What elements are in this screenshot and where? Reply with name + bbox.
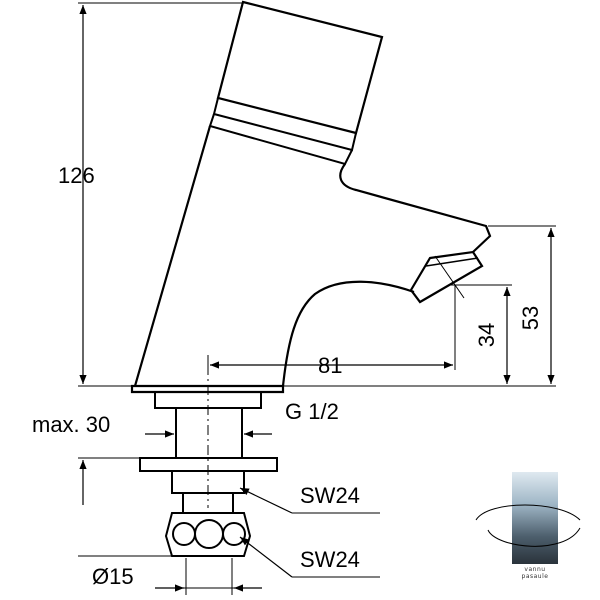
label-wrench-upper: SW24 xyxy=(300,483,360,508)
label-outlet-height: 34 xyxy=(474,323,499,347)
brand-logo: vannu pasaule xyxy=(475,472,581,580)
logo-text-line1: vannu xyxy=(524,566,545,573)
label-max-thickness: max. 30 xyxy=(32,412,110,437)
logo-arc-top xyxy=(475,504,581,521)
collar-ring-2 xyxy=(208,113,353,166)
hex-face-left xyxy=(172,522,196,546)
threaded-shank xyxy=(175,407,243,459)
logo-text-line2: pasaule xyxy=(522,573,549,580)
label-wrench-lower: SW24 xyxy=(300,547,360,572)
logo-arc-bottom xyxy=(487,527,581,547)
base-plate xyxy=(130,384,285,394)
outlet-nozzle xyxy=(409,250,484,304)
connector-neck xyxy=(182,492,234,514)
dimension-labels: 126 53 34 81 max. 30 G 1/2 SW24 SW24 Ø15 xyxy=(32,163,543,589)
logo-gradient-bar xyxy=(512,472,558,564)
label-spout-height: 53 xyxy=(518,306,543,330)
label-overall-height: 126 xyxy=(58,163,95,188)
label-diameter: Ø15 xyxy=(92,564,134,589)
faucet-body xyxy=(130,0,492,394)
leader-sw24-upper xyxy=(239,487,293,514)
hex-face-right xyxy=(222,522,246,546)
nozzle-axis xyxy=(434,255,465,299)
lower-hex-nut xyxy=(164,512,252,557)
collar-ring-1 xyxy=(212,97,357,152)
faucet-main-body xyxy=(133,125,492,387)
leader-sw24-lower xyxy=(239,536,293,578)
hex-face-center xyxy=(194,519,224,549)
nozzle-edge xyxy=(425,257,479,267)
dimension-lines xyxy=(78,2,556,595)
label-projection: 81 xyxy=(318,353,342,378)
mounting-fitting xyxy=(139,365,278,557)
push-button-cap xyxy=(216,0,384,135)
label-thread: G 1/2 xyxy=(285,399,339,424)
